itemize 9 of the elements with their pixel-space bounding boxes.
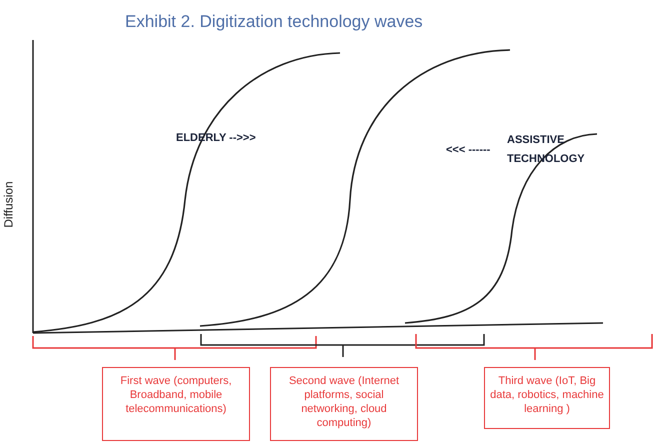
text-box	[102, 367, 250, 441]
wave-description: First wave (computers, Broadband, mobile telecommunications)	[120, 375, 232, 415]
title: Exhibit 2. Digitization technology waves	[125, 12, 423, 32]
axis-label: Diffusion	[0, 181, 17, 228]
wave-description: Second wave (Internet platforms, social networking, cloud computing)	[288, 375, 400, 429]
annotation: <<< ------	[446, 143, 490, 158]
text-box	[270, 367, 418, 441]
text-box	[484, 367, 610, 429]
wave-description: Third wave (IoT, Big data, robotics, machine learning )	[490, 375, 604, 415]
